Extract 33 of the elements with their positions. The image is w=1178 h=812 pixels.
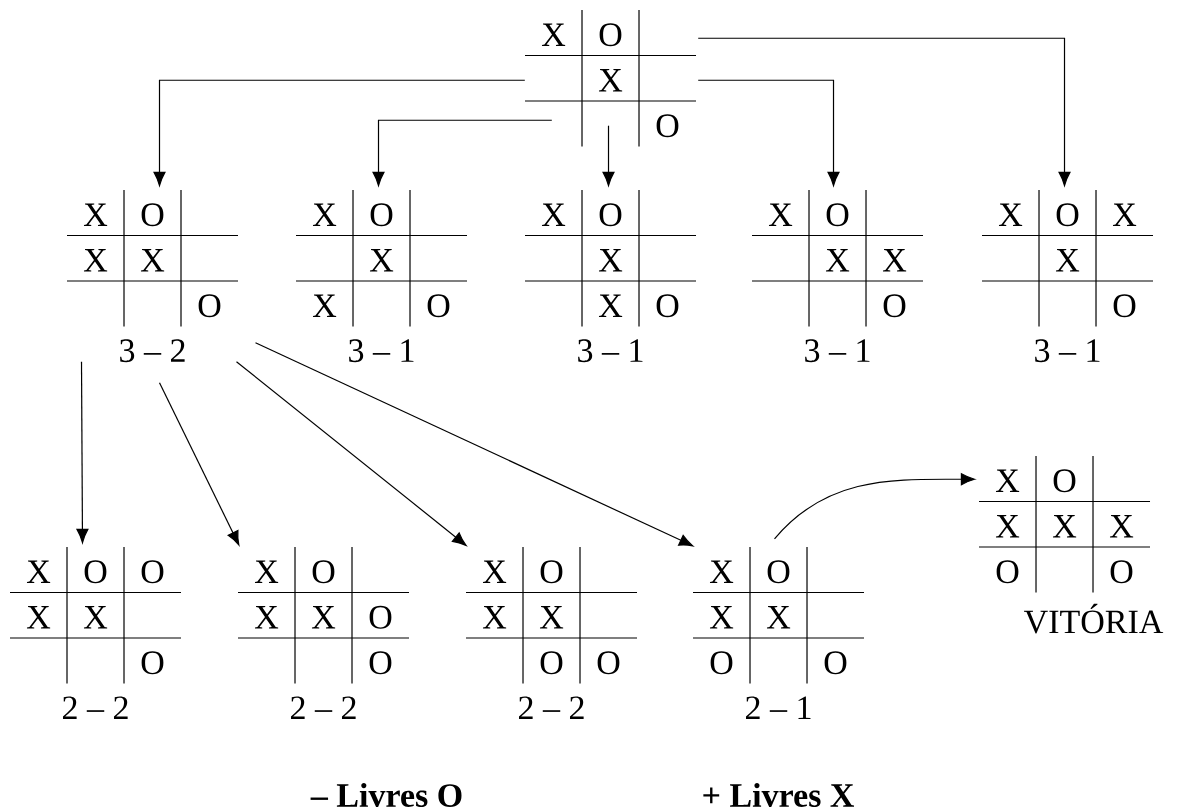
score-label: 3 – 1 [805, 339, 870, 363]
board: X O X O [524, 9, 697, 148]
note: + Livres X [703, 783, 854, 807]
board: X O X X O O [237, 546, 410, 685]
arrow [235, 361, 467, 546]
arrow [158, 382, 240, 546]
board: X O X X X O O [978, 455, 1151, 594]
score-label: 2 – 1 [746, 696, 811, 719]
arrow [773, 473, 976, 540]
note: – Livres O [310, 783, 462, 807]
board: X O X X O [66, 189, 239, 328]
score-label: 3 – 2 [120, 339, 185, 363]
arrow [153, 79, 526, 187]
arrow [372, 119, 553, 187]
board: X O X X O [981, 189, 1154, 328]
score-label: 2 – 2 [291, 696, 356, 719]
score-label: 2 – 2 [519, 696, 584, 719]
arrow [76, 361, 89, 544]
score-label: 2 – 2 [63, 696, 128, 719]
score-label: VITÓRIA [1024, 603, 1164, 634]
board: X O X X O O [465, 546, 638, 685]
board: X O X X O [524, 189, 697, 328]
arrow [697, 79, 840, 187]
board: X O X X O O [692, 546, 865, 685]
board: X O X X O [295, 189, 468, 328]
arrow [697, 37, 1071, 187]
board: X O X X O [751, 189, 924, 328]
score-label: 3 – 1 [1035, 339, 1100, 363]
arrow [254, 342, 694, 547]
arrow [602, 125, 615, 187]
score-label: 3 – 1 [349, 339, 414, 363]
board: X O O X X O [9, 546, 182, 685]
score-label: 3 – 1 [578, 339, 643, 363]
